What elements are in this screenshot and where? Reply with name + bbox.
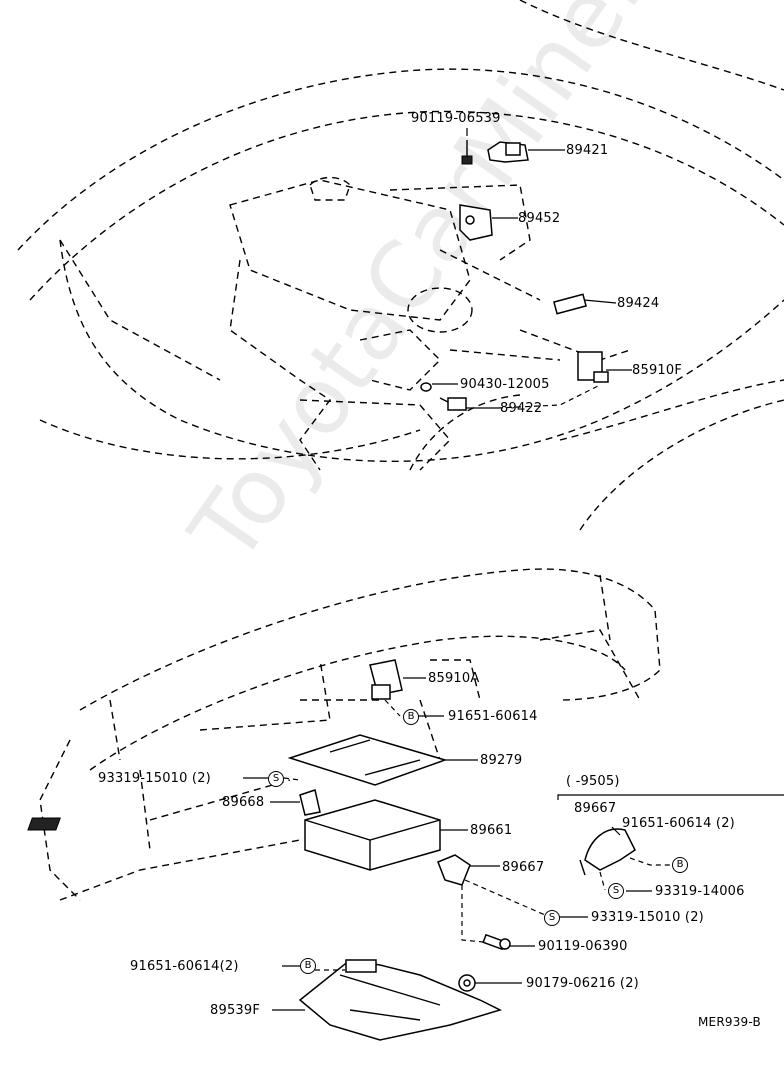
inset-frame <box>557 794 784 800</box>
label-89279: 89279 <box>480 753 523 768</box>
label-85910A: 85910A <box>428 671 480 686</box>
marker-s-right: S <box>544 910 560 926</box>
part-89421-bracket <box>487 141 529 163</box>
label-91651-60614-left2: 91651-60614(2) <box>130 959 239 974</box>
part-90119-06539-bolt <box>461 140 473 165</box>
label-89422: 89422 <box>500 401 543 416</box>
part-89452-sensor <box>459 204 493 241</box>
label-89667-inset: 89667 <box>574 801 617 816</box>
marker-s-left: S <box>268 771 284 787</box>
part-89424-sensor <box>553 293 587 315</box>
leaders-top <box>432 128 632 409</box>
engine-block <box>229 176 631 471</box>
leaders-bottom <box>243 677 672 1011</box>
part-90430-12005-washer <box>420 382 432 392</box>
part-90179-06216-nut <box>458 974 476 992</box>
part-89279-cover <box>287 734 448 786</box>
label-89668: 89668 <box>222 795 265 810</box>
inset-part-89667 <box>579 828 636 876</box>
diagram-code: MER939-B <box>698 1015 761 1029</box>
part-89668-bracket <box>299 789 321 816</box>
label-89661: 89661 <box>470 823 513 838</box>
label-90119-06390: 90119-06390 <box>538 939 628 954</box>
label-93319-15010-right: 93319-15010 (2) <box>591 910 704 925</box>
part-89539F-bracket <box>298 959 503 1041</box>
part-85910F-relay <box>577 351 609 383</box>
label-93319-14006: 93319-14006 <box>655 884 745 899</box>
label-90430-12005: 90430-12005 <box>460 377 550 392</box>
part-90119-06390-bolt <box>482 933 511 951</box>
label-91651-60614-inset: 91651-60614 (2) <box>622 816 735 831</box>
part-89661-ecu <box>27 799 441 871</box>
period-note: ( -9505) <box>566 774 620 789</box>
label-89452: 89452 <box>518 211 561 226</box>
label-90179-06216: 90179-06216 (2) <box>526 976 639 991</box>
label-93319-15010-left: 93319-15010 (2) <box>98 771 211 786</box>
marker-b-top: B <box>403 709 419 725</box>
part-89667-bracket <box>437 854 471 886</box>
label-91651-60614-top: 91651-60614 <box>448 709 538 724</box>
marker-s-inset: S <box>608 883 624 899</box>
dashboard-outline <box>39 568 661 901</box>
label-89667-main: 89667 <box>502 860 545 875</box>
label-85910F: 85910F <box>632 363 683 378</box>
part-85910A-relay <box>369 659 403 700</box>
label-89421: 89421 <box>566 143 609 158</box>
label-90119-06539: 90119-06539 <box>411 111 501 126</box>
label-89539F: 89539F <box>210 1003 261 1018</box>
marker-b-left: B <box>300 958 316 974</box>
part-89422-sensor <box>439 397 467 411</box>
marker-b-inset: B <box>672 857 688 873</box>
label-89424: 89424 <box>617 296 660 311</box>
hood-outline <box>17 0 784 531</box>
